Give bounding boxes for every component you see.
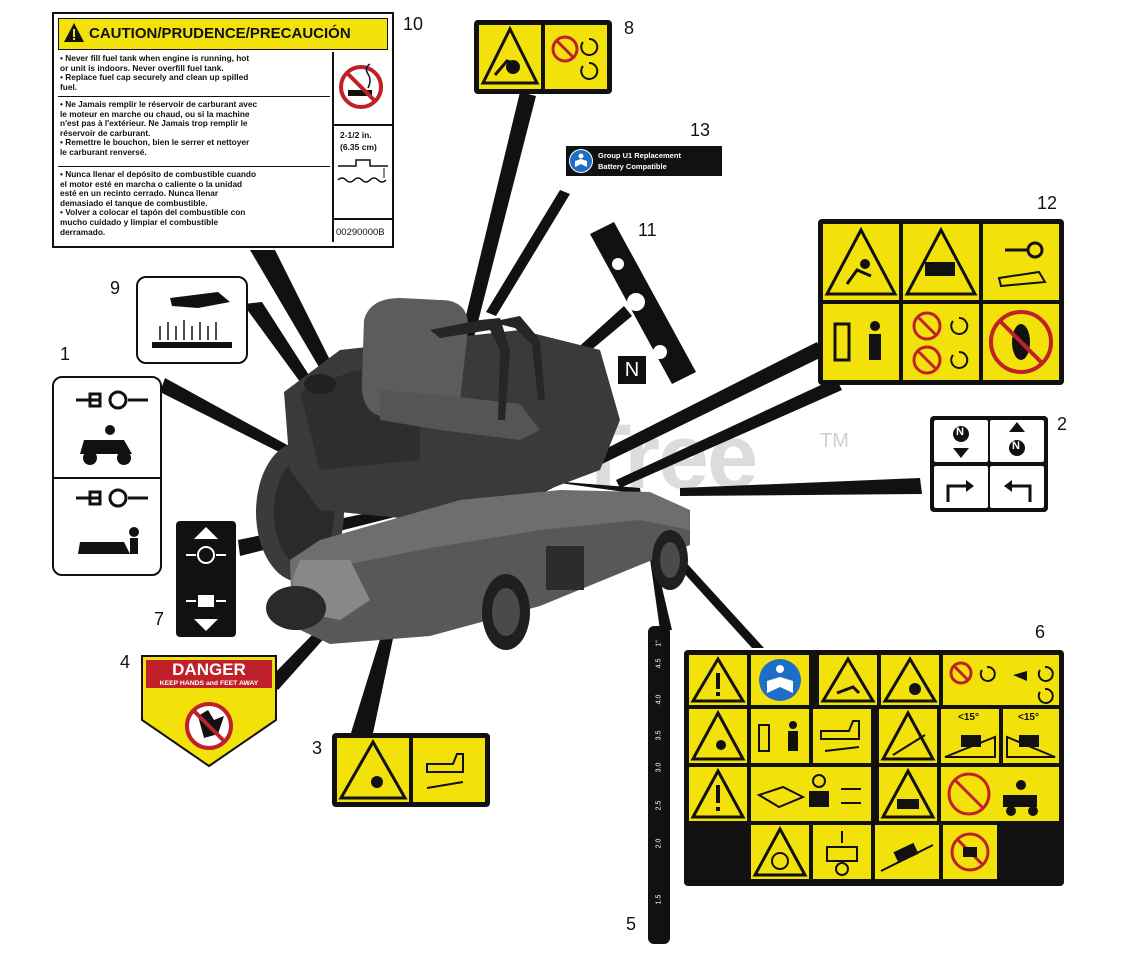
- decal-11-throttle-strip: [590, 222, 696, 384]
- blade-rotation-hazard-icon: [752, 825, 808, 877]
- callout-2: 2: [1057, 414, 1068, 434]
- rider-hazard-icon: [880, 767, 936, 819]
- fuel-level-icon: [337, 159, 388, 183]
- decal-3-deck-warning: [332, 733, 490, 807]
- part-number: 00290000B: [336, 227, 385, 238]
- neutral-label-top: N: [956, 426, 964, 438]
- watermark-tm: TM: [820, 430, 849, 452]
- remove-key-icon: [997, 241, 1047, 288]
- stop-engine-icon: [551, 35, 599, 80]
- check-area-icon: [756, 774, 861, 809]
- slope-up-icon: [944, 735, 996, 758]
- shut-off-engine-icon: [912, 311, 969, 375]
- slope-down-icon: [1006, 735, 1056, 758]
- decal-5-cut-height: [648, 626, 670, 944]
- operator-presence-icon: [826, 831, 858, 876]
- caution-title: CAUTION/PRUDENCE/PRECAUCIÓN: [89, 25, 351, 42]
- rollover-hazard-icon: [904, 226, 978, 296]
- read-manual-icon: [570, 150, 592, 172]
- callout-10: 10: [403, 14, 424, 34]
- battery-line-2: Battery Compatible: [598, 162, 667, 171]
- slope-limit-left: <15°: [958, 712, 979, 723]
- callout-12: 12: [1037, 193, 1058, 213]
- slope-hazard-icon: [880, 709, 936, 761]
- caution-text-fr: • Ne Jamais remplir le réservoir de carb…: [60, 99, 258, 157]
- discharge-chute-icon: [820, 720, 860, 752]
- callout-6: 6: [1035, 622, 1046, 642]
- no-smoking-icon: [339, 63, 383, 109]
- decal-4-danger: [141, 655, 277, 768]
- callout-11: 11: [638, 220, 657, 240]
- callout-13: 13: [690, 120, 711, 140]
- callout-5: 5: [626, 914, 637, 934]
- bypass-valve-icon: [54, 390, 160, 554]
- fill-gap-metric: (6.35 cm): [340, 142, 377, 152]
- neutral-badge: N: [618, 356, 646, 384]
- foot-hazard-icon: [820, 656, 876, 703]
- danger-title: DANGER: [172, 660, 246, 679]
- decal-6-operator-safety: <15° <15°: [684, 650, 1064, 886]
- callout-4: 4: [120, 652, 131, 672]
- decal-9-hot-surface: [136, 276, 248, 364]
- hot-surface-hand-icon: [152, 292, 232, 348]
- blade-contact-hazard-icon: [338, 738, 408, 800]
- danger-subtitle: KEEP HANDS and FEET AWAY: [159, 680, 259, 687]
- thrown-object-hazard-icon: [690, 709, 746, 761]
- neutral-forward-icon: [953, 426, 969, 458]
- parking-brake-icon: [186, 527, 226, 631]
- callout-3: 3: [312, 738, 323, 758]
- slope-limit-right: <15°: [1018, 712, 1039, 723]
- caution-text-es: • Nunca llenar el depósito de combustibl…: [60, 169, 257, 237]
- keep-bystanders-away-icon: [758, 721, 798, 752]
- caution-text-en: • Never fill fuel tank when engine is ru…: [60, 53, 250, 92]
- blade-hazard-icon: [480, 25, 540, 85]
- thrown-object-hazard-icon: [824, 226, 898, 296]
- neutral-reverse-icon: [1009, 422, 1025, 456]
- caution-header: CAUTION/PRUDENCE/PRECAUCIÓN: [58, 18, 388, 50]
- deck-lift-icon: [426, 753, 464, 789]
- tipping-hazard-icon: [880, 842, 934, 872]
- hand-blade-hazard-icon: [882, 656, 938, 703]
- keep-bystanders-away-icon: [833, 321, 881, 362]
- turn-right-icon: [1004, 480, 1032, 502]
- battery-line-1: Group U1 Replacement: [598, 151, 681, 160]
- callout-8: 8: [624, 18, 635, 38]
- callout-9: 9: [110, 278, 121, 298]
- decal-10-fuel-caution: CAUTION/PRUDENCE/PRECAUCIÓN • Never fill…: [52, 12, 394, 248]
- neutral-label-right: N: [1012, 440, 1020, 452]
- cut-height-marks: 1" 4.5 4.0 3.5 3.0 2.5 2.0 1.5: [655, 640, 663, 905]
- decal-12-safety-panel: [818, 219, 1064, 385]
- no-step-icon: [989, 310, 1053, 374]
- decal-13-battery: Group U1 Replacement Battery Compatible: [566, 146, 722, 176]
- no-passengers-icon: [947, 772, 1038, 816]
- general-warning-icon: [690, 656, 746, 703]
- decal-8-blade-warning: [474, 20, 612, 94]
- fill-gap-label: 2-1/2 in.: [340, 130, 372, 140]
- decal-2-motion-control: N N: [930, 416, 1048, 512]
- read-manual-icon: [759, 659, 801, 701]
- turn-left-icon: [946, 480, 974, 502]
- callout-1: 1: [60, 344, 71, 364]
- no-operate-icon: [950, 832, 990, 872]
- general-warning-icon-2: [690, 767, 746, 819]
- decal-1-bypass-valve: [52, 376, 162, 576]
- warning-triangle-icon: [64, 23, 84, 42]
- stop-blades-icon: [949, 661, 1054, 704]
- decal-7-parking-brake: [176, 521, 236, 637]
- callout-7: 7: [154, 609, 165, 629]
